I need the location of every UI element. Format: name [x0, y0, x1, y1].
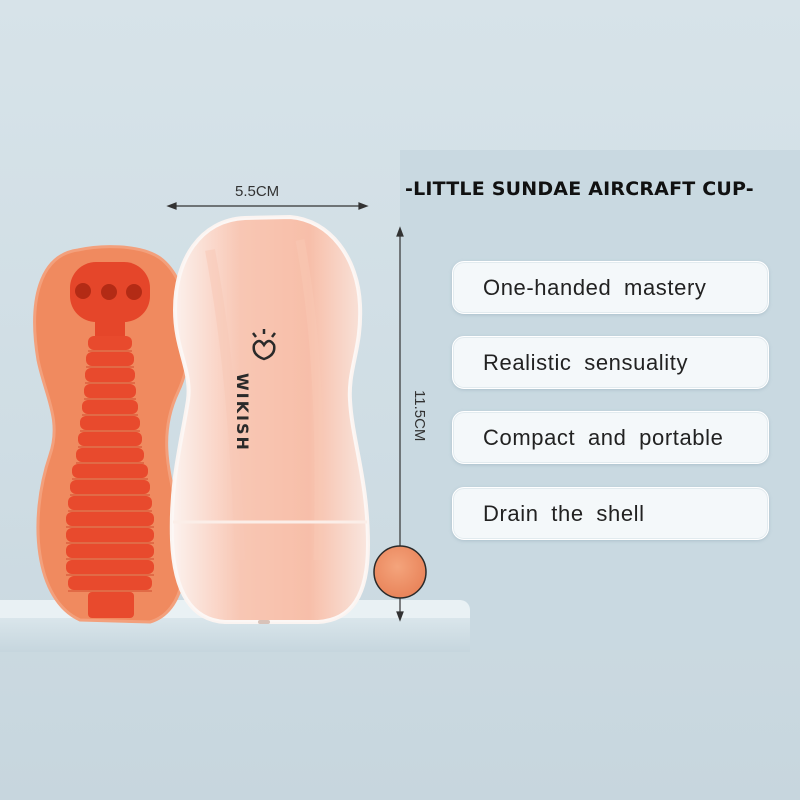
- sleeve-cutaway: [33, 245, 192, 624]
- product-title: -LITTLE SUNDAE AIRCRAFT CUP-: [405, 178, 754, 200]
- feature-label: One-handed mastery: [483, 275, 707, 300]
- width-label: 5.5CM: [235, 183, 280, 200]
- brand-logo-icon: [252, 329, 276, 361]
- cup-shell: [169, 214, 371, 624]
- feature-label: Drain the shell: [483, 501, 645, 526]
- feature-badge-4: Drain the shell: [452, 487, 769, 540]
- feature-label: Realistic sensuality: [483, 350, 689, 375]
- feature-badge-1: One-handed mastery: [452, 261, 769, 314]
- height-label: 11.5CM: [411, 390, 428, 442]
- nub-1: [75, 283, 91, 299]
- sleeve-neck: [95, 318, 125, 336]
- feature-badge-2: Realistic sensuality: [452, 336, 769, 389]
- color-swatch: [373, 545, 427, 599]
- width-dimension-arrow: [166, 202, 369, 210]
- nub-2: [101, 284, 117, 300]
- nub-3: [126, 284, 142, 300]
- feature-panel: [400, 150, 800, 650]
- feature-label: Compact and portable: [483, 425, 724, 450]
- sleeve-ribs: [66, 336, 154, 618]
- feature-badge-3: Compact and portable: [452, 411, 769, 464]
- brand-name: WIKISH: [233, 373, 252, 452]
